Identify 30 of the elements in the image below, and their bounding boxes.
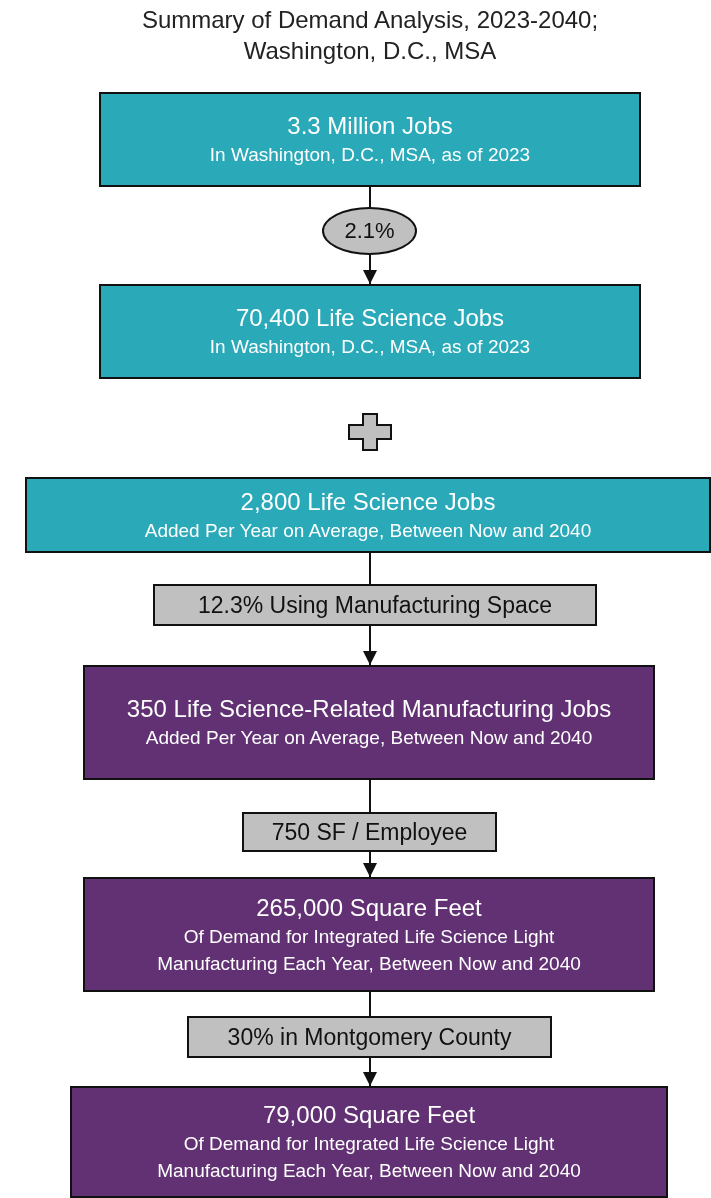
factor-box [153,584,597,626]
factor-box [242,812,497,852]
process-box [83,877,655,992]
box-heading: 2,800 Life Science Jobs [240,486,496,517]
process-box [99,92,641,187]
factor-box [187,1016,552,1058]
box-heading: 750 SF / Employee [271,818,468,847]
process-box [70,1086,668,1198]
connector-arrow [363,851,377,878]
box-subtitle: In Washington, D.C., MSA, as of 2023 [208,335,532,359]
box-subtitle: Of Demand for Integrated Life Science Light Manufacturing Each Year, Between Now and 2040 [156,924,582,976]
diagram-title: Summary of Demand Analysis, 2023-2040; Washington, D.C., MSA [140,5,600,66]
box-heading: 79,000 Square Feet [262,1100,476,1130]
connector-arrow [363,625,377,666]
box-heading: 70,400 Life Science Jobs [235,303,505,333]
box-subtitle: Added Per Year on Average, Between Now and 2040 [143,518,593,543]
box-subtitle: Of Demand for Integrated Life Science Light Manufacturing Each Year, Between Now and 2040 [156,1132,582,1183]
box-heading: 265,000 Square Feet [256,892,482,923]
connector-arrow [363,1057,377,1087]
box-heading: 2.1% [344,217,395,245]
box-heading: 12.3% Using Manufacturing Space [197,591,553,620]
process-box [25,477,711,553]
box-heading: 3.3 Million Jobs [287,111,453,141]
box-subtitle: In Washington, D.C., MSA, as of 2023 [208,143,532,167]
box-heading: 350 Life Science-Related Manufacturing Jobs [126,694,612,724]
process-box [99,284,641,379]
connector-arrow [363,254,377,285]
process-box [83,665,655,780]
box-heading: 30% in Montgomery County [227,1023,512,1052]
box-subtitle: Added Per Year on Average, Between Now and 2040 [144,726,594,750]
